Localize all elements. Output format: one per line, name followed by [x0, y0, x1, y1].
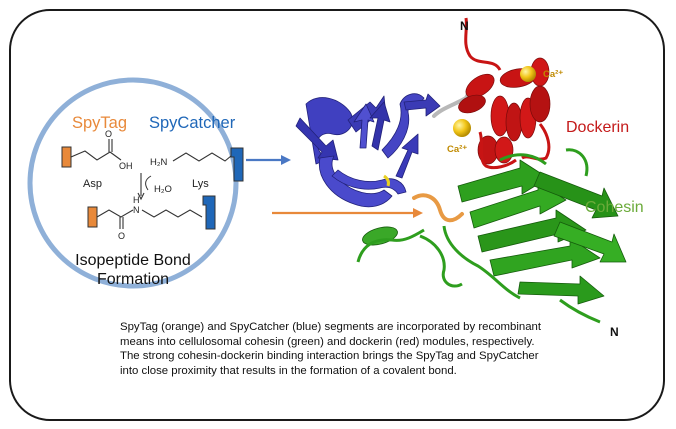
product-n-label: N [133, 205, 140, 215]
spycatcher-label: SpyCatcher [149, 114, 236, 132]
calcium-ion-1 [520, 66, 536, 82]
dockerin-label: Dockerin [566, 119, 629, 136]
cohesin-label: Cohesin [585, 199, 644, 216]
n-terminus-bottom: N [610, 325, 619, 339]
calcium-ion-2 [453, 119, 471, 137]
cohesin-protein [356, 148, 627, 324]
asp-o-label: O [105, 129, 112, 139]
product-h-label: H [133, 195, 140, 205]
spycatcher-protein [295, 93, 441, 208]
water-label: H₂O [154, 184, 172, 195]
figure-caption: SpyTag (orange) and SpyCatcher (blue) se… [120, 320, 590, 378]
caption-line-2: means into cellulosomal cohesin (green) … [120, 335, 535, 348]
isopeptide-product [87, 195, 216, 230]
spytag-label: SpyTag [72, 114, 127, 132]
asp-oh-label: OH [119, 161, 133, 171]
circle-title-line2: Formation [97, 271, 169, 288]
spytag-reactant [61, 139, 122, 168]
circle-title-line1: Isopeptide Bond [75, 252, 191, 269]
caption-line-4: into close proximity that results in the… [120, 364, 457, 377]
calcium-label-1: Ca²⁺ [543, 69, 563, 80]
lys-label: Lys [192, 178, 209, 190]
spycatcher-lys-sidechain [383, 174, 390, 187]
mechanism-circle [27, 77, 239, 289]
product-o-label: O [118, 231, 125, 241]
water-release-arrow [145, 175, 152, 191]
calcium-label-2: Ca²⁺ [447, 144, 467, 155]
caption-line-1: SpyTag (orange) and SpyCatcher (blue) se… [120, 321, 542, 333]
caption-line-3: The strong cohesin-dockerin binding inte… [120, 350, 539, 363]
spycatcher-reactant [172, 147, 244, 182]
spytag-segment [412, 193, 464, 223]
n-terminus-top: N [460, 19, 469, 33]
lys-amine-label: H₂N [150, 157, 168, 168]
asp-label: Asp [83, 178, 102, 190]
